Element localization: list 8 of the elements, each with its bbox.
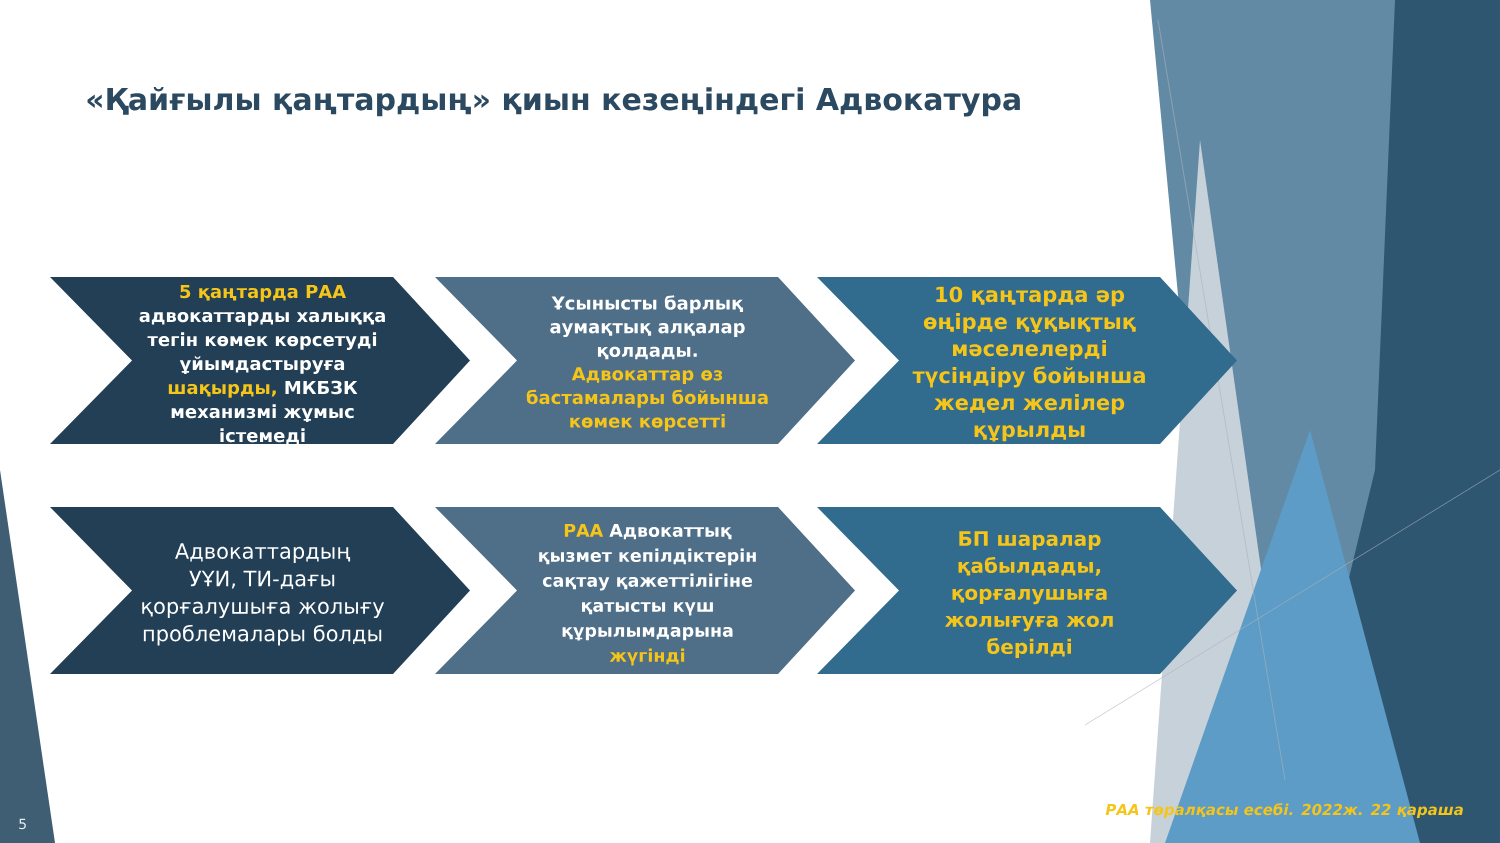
process-step: БП шаралар қабылдады, қорғалушыға жолығуға жол берілді xyxy=(817,507,1237,674)
process-step: 10 қаңтарда әр өңірде құқықтық мәселелерді түсіндіру бойынша жедел желілер құрылды xyxy=(817,277,1237,444)
process-step: Ұсынысты барлық аумақтық алқалар қолдады. Адвокаттар өз бастамалары бойынша көмек көрсетті xyxy=(435,277,855,444)
title: «Қайғылы қаңтардың» қиын кезеңіндегі Адвокатура xyxy=(87,87,1020,117)
page-number: 5 xyxy=(19,818,26,830)
process-step: Адвокаттардың УҰИ, ТИ-дағы қорғалушыға жолығу проблемалары болды xyxy=(50,507,470,674)
process-step: РАА Адвокаттық қызмет кепілдіктерін сақтау қажеттілігіне қатысты күш құрылымдарына жүгінді xyxy=(435,507,855,674)
process-step: 5 қаңтарда РАА адвокаттарды халыққа тегін көмек көрсетуді ұйымдастыруға шақырды, МКБЗК механизмі жұмыс істемеді xyxy=(50,277,470,445)
